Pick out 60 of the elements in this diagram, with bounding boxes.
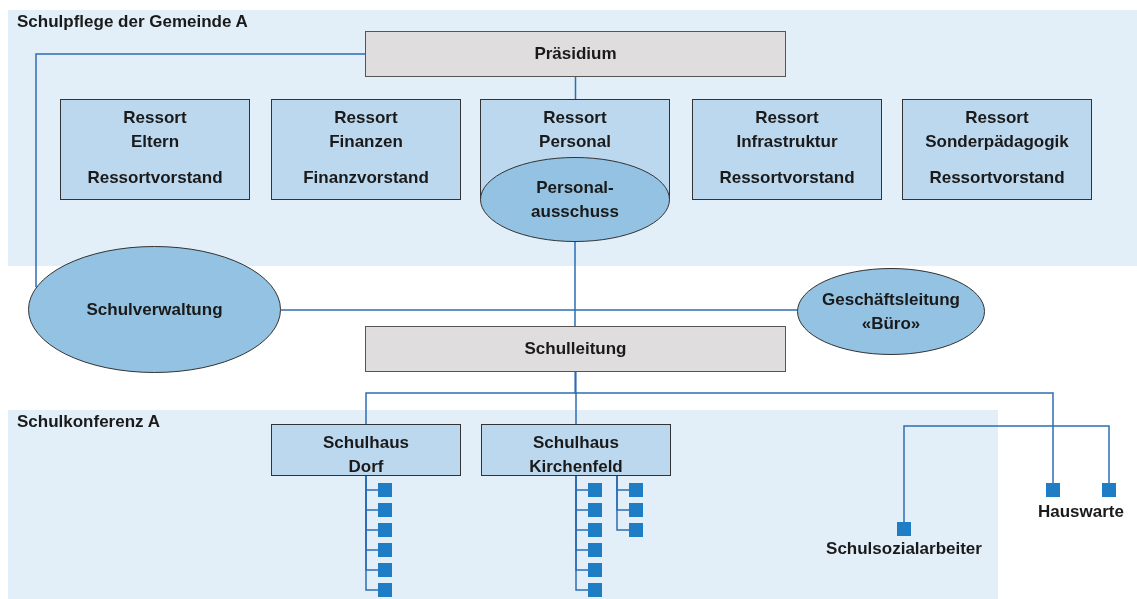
member-caption: Schulsozialarbeiter bbox=[826, 539, 982, 559]
oval-node bbox=[28, 246, 281, 373]
member-square bbox=[897, 522, 911, 536]
org-box bbox=[481, 424, 671, 476]
org-box bbox=[271, 424, 461, 476]
group-caption: Hauswarte bbox=[1038, 502, 1124, 522]
member-square bbox=[629, 503, 643, 517]
box-title: Ressort Finanzen bbox=[329, 107, 403, 153]
connector-line bbox=[616, 475, 630, 531]
member-square bbox=[1046, 483, 1060, 497]
box-subtitle: Ressortvorstand bbox=[87, 167, 223, 189]
panel-heading: Schulkonferenz A bbox=[17, 412, 160, 432]
box-title: Schulverwaltung bbox=[86, 298, 223, 321]
member-square bbox=[378, 503, 392, 517]
connector-line bbox=[35, 53, 366, 289]
oval-node bbox=[797, 268, 985, 355]
org-box bbox=[692, 99, 882, 200]
box-title: Personal- ausschuss bbox=[531, 176, 619, 223]
connector-line bbox=[903, 425, 1110, 523]
connector-line bbox=[365, 475, 379, 591]
connector-line bbox=[575, 475, 589, 591]
box-title: Ressort Personal bbox=[539, 107, 611, 153]
org-box bbox=[271, 99, 461, 200]
member-square bbox=[629, 483, 643, 497]
box-title: Schulhaus Dorf bbox=[323, 432, 409, 478]
oval-node bbox=[480, 157, 670, 242]
member-square bbox=[378, 543, 392, 557]
org-box bbox=[365, 31, 786, 77]
member-square bbox=[588, 483, 602, 497]
member-square bbox=[588, 583, 602, 597]
member-square bbox=[378, 583, 392, 597]
member-square bbox=[378, 483, 392, 497]
box-title: Schulleitung bbox=[524, 338, 627, 360]
box-subtitle: Ressortvorstand bbox=[929, 167, 1065, 189]
box-title: Ressort Infrastruktur bbox=[736, 107, 838, 153]
box-title: Schulhaus Kirchenfeld bbox=[529, 432, 623, 478]
connector-line bbox=[574, 76, 577, 100]
box-subtitle: Finanzvorstand bbox=[303, 167, 429, 189]
box-title: Ressort Eltern bbox=[123, 107, 187, 153]
org-box bbox=[902, 99, 1092, 200]
connector-line bbox=[280, 309, 798, 311]
member-square bbox=[588, 563, 602, 577]
member-square bbox=[588, 543, 602, 557]
box-subtitle: Ressortvorstand bbox=[719, 167, 855, 189]
member-square bbox=[1102, 483, 1116, 497]
box-title: Geschäftsleitung «Büro» bbox=[822, 288, 960, 335]
member-square bbox=[378, 563, 392, 577]
group-panel bbox=[8, 10, 1137, 266]
connector-line bbox=[574, 241, 576, 327]
member-square bbox=[588, 523, 602, 537]
box-title: Ressort Sonderpädagogik bbox=[925, 107, 1069, 153]
member-square bbox=[588, 503, 602, 517]
panel-heading: Schulpflege der Gemeinde A bbox=[17, 12, 248, 32]
group-panel bbox=[8, 410, 998, 599]
member-square bbox=[378, 523, 392, 537]
member-square bbox=[629, 523, 643, 537]
org-box bbox=[365, 326, 786, 372]
connector-line bbox=[574, 371, 1054, 484]
org-box bbox=[60, 99, 250, 200]
box-title: Präsidium bbox=[534, 43, 617, 65]
